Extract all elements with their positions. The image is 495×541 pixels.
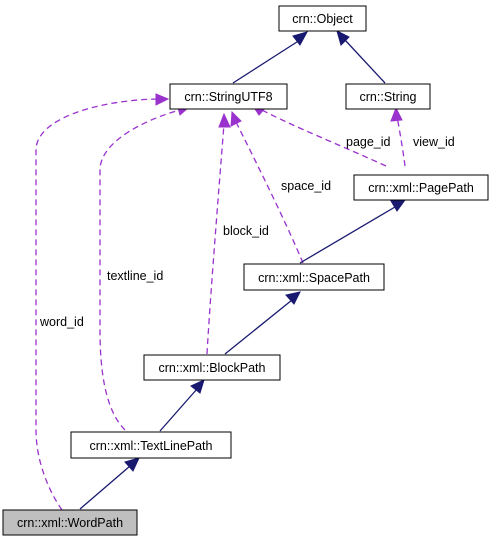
node-label-object: crn::Object	[292, 12, 353, 26]
edge-view-id	[396, 115, 406, 167]
label-word-id: word_id	[39, 315, 84, 329]
edge-stringutf8-object	[232, 39, 301, 84]
label-textline-id: textline_id	[107, 269, 163, 283]
arrowhead-textlinepath-blockpath	[190, 379, 205, 394]
node-crn-stringutf8[interactable]: crn::StringUTF8	[169, 83, 288, 110]
arrowhead-stringutf8-object	[292, 31, 309, 46]
arrowhead-spacepath-pagepath	[390, 199, 407, 212]
edge-blockpath-spacepath	[224, 299, 293, 355]
edge-textline-id	[99, 109, 181, 431]
edge-word-id	[35, 98, 159, 511]
edge-space-id	[235, 121, 304, 264]
node-crn-object[interactable]: crn::Object	[278, 5, 367, 32]
arrowhead-string-object	[336, 30, 350, 46]
edge-page-id	[261, 109, 387, 167]
node-label-textlinepath: crn::xml::TextLinePath	[90, 439, 213, 453]
node-label-string: crn::String	[360, 90, 417, 104]
node-crn-xml-spacepath[interactable]: crn::xml::SpacePath	[243, 263, 385, 291]
inheritance-edges	[79, 30, 407, 510]
label-page-id: page_id	[346, 135, 391, 149]
node-crn-xml-wordpath[interactable]: crn::xml::WordPath	[2, 509, 138, 536]
node-crn-xml-pagepath[interactable]: crn::xml::PagePath	[353, 174, 489, 201]
node-label-blockpath: crn::xml::BlockPath	[159, 361, 266, 375]
node-label-stringutf8: crn::StringUTF8	[184, 90, 272, 104]
arrowhead-wordpath-textlinepath	[124, 457, 140, 472]
edge-textlinepath-blockpath	[159, 388, 198, 432]
arrowhead-space-id	[230, 110, 242, 127]
edge-spacepath-pagepath	[299, 206, 396, 264]
label-view-id: view_id	[413, 135, 455, 149]
edge-string-object	[344, 39, 386, 84]
node-label-wordpath: crn::xml::WordPath	[17, 516, 123, 530]
arrowhead-blockpath-spacepath	[285, 291, 301, 305]
arrowhead-word-id	[155, 93, 170, 106]
edge-labels: page_id view_id space_id block_id textli…	[39, 135, 455, 329]
label-space-id: space_id	[281, 179, 331, 193]
arrowhead-view-id	[390, 106, 403, 122]
label-block-id: block_id	[223, 224, 269, 238]
node-label-pagepath: crn::xml::PagePath	[368, 181, 474, 195]
arrowhead-block-id	[218, 112, 231, 128]
node-crn-xml-textlinepath[interactable]: crn::xml::TextLinePath	[70, 431, 232, 459]
node-label-spacepath: crn::xml::SpacePath	[258, 271, 370, 285]
edge-wordpath-textlinepath	[79, 465, 131, 510]
node-crn-string[interactable]: crn::String	[345, 83, 431, 110]
edge-block-id	[206, 123, 225, 355]
node-crn-xml-blockpath[interactable]: crn::xml::BlockPath	[143, 354, 281, 381]
